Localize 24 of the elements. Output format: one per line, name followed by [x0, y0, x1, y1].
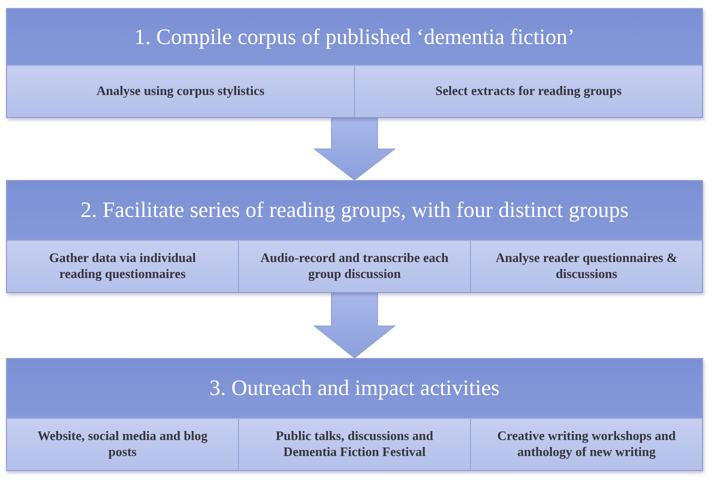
task-text: Analyse reader questionnaires & discussions	[494, 250, 678, 282]
block-arrow	[313, 292, 396, 359]
task-cell	[239, 418, 471, 470]
task-cell	[7, 66, 355, 117]
stage-heading: 1. Compile corpus of published ‘dementia fiction’	[134, 24, 575, 50]
task-text: Gather data via individual reading questionnaires	[48, 250, 197, 282]
task-cell	[471, 418, 702, 470]
task-cell	[355, 66, 702, 117]
stage-panel	[6, 180, 703, 293]
task-text: Analyse using corpus stylistics	[96, 83, 264, 100]
task-text: Select extracts for reading groups	[435, 83, 622, 100]
stage-heading: 3. Outreach and impact activities	[209, 375, 500, 402]
task-cell	[239, 240, 471, 292]
task-cell	[471, 240, 702, 292]
task-cell	[7, 418, 239, 470]
task-text: Public talks, discussions and Dementia Fiction Festival	[274, 428, 434, 460]
block-arrow	[313, 118, 396, 181]
task-text: Creative writing workshops and anthology of new writing	[496, 428, 677, 460]
stage-panel	[6, 8, 703, 118]
task-text: Website, social media and blog posts	[36, 428, 209, 460]
stage-panel	[6, 358, 703, 471]
task-cell	[7, 240, 239, 292]
stage-heading: 2. Facilitate series of reading groups, with four distinct groups	[80, 197, 629, 224]
task-text: Audio-record and transcribe each group discussion	[260, 250, 450, 282]
